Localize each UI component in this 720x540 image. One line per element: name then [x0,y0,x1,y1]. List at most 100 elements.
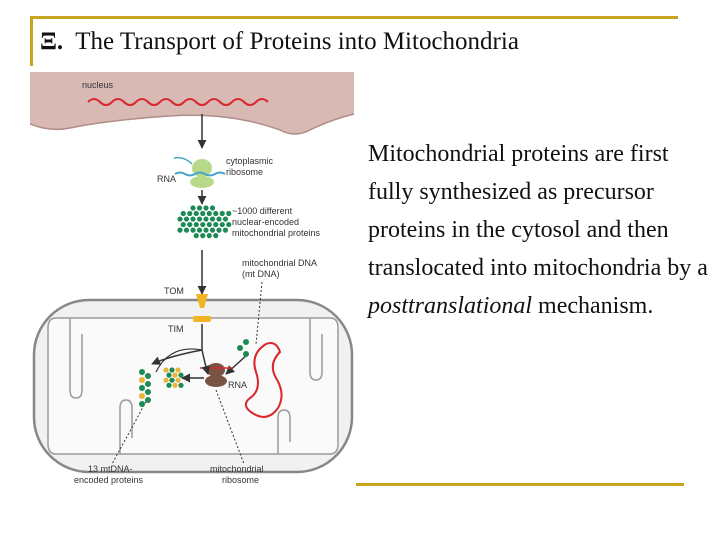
left-accent-bar [30,16,33,66]
crista-4 [309,318,323,381]
label-tim: TIM [168,324,184,334]
protein-dot [169,377,175,383]
protein-dot [180,210,186,217]
protein-dot [203,205,209,211]
protein-dot [183,216,190,222]
protein-dot [206,233,212,239]
protein-dot [219,210,225,217]
label-tom: TOM [164,286,184,296]
protein-dot [196,205,203,211]
label-proteins-3: mitochondrial proteins [232,228,321,238]
body-text-italic: posttranslational [368,293,533,319]
label-mtdna-2: (mt DNA) [242,269,280,279]
protein-dot [213,233,219,239]
protein-dot [226,210,232,217]
protein-dot [203,227,209,233]
slide-title: Ξ. The Transport of Proteins into Mitocho… [40,28,519,56]
crista-2 [119,399,133,454]
mitochondrion [32,298,354,474]
protein-dot [196,216,203,222]
crista-1 [69,318,83,399]
protein-dot [187,210,193,217]
protein-dot [190,216,196,222]
label-rna-bottom: RNA [228,380,247,390]
label-ribosome-1: cytoplasmic [226,156,274,166]
arrow-mtdna-to-ribosome [225,353,249,375]
protein-dot [172,372,178,378]
bottom-accent-bar [356,483,684,486]
cytoplasmic-ribosome [173,156,226,188]
protein-dot [175,367,181,373]
protein-dot [209,216,216,222]
nuclear-encoded-protein-cluster [177,205,232,239]
protein-dot [193,233,199,239]
arrow-to-inner-membrane [201,349,210,375]
protein-dot [209,227,216,233]
protein-dot [193,221,199,228]
label-nucleus: nucleus [82,80,114,90]
crista-3 [277,409,291,454]
protein-dot [163,367,169,373]
top-accent-bar [30,16,678,19]
cytoplasmic-rna [174,171,226,177]
arrow-to-matrix [151,349,203,365]
label-rna-top: RNA [157,174,176,184]
protein-dot [166,382,172,388]
protein-dot [222,216,229,222]
slide-title-text: The Transport of Proteins into Mitochond… [75,28,519,55]
label-ribosome-2: ribosome [226,167,263,177]
mitoribo-pointer [215,389,245,465]
protein-dot [163,377,169,383]
protein-dot [216,216,222,222]
label-mitoribo-1: mitochondrial [210,464,264,474]
label-mtdna-1: mitochondrial DNA [242,258,317,268]
encoded-pointer [111,397,149,465]
protein-dot [172,382,178,388]
protein-dot [193,210,199,217]
mitochondrial-dna [244,342,283,418]
protein-dot [200,233,206,239]
protein-dot [177,216,183,222]
protein-dot [190,227,196,233]
protein-dot [206,221,212,228]
protein-dot [175,377,181,383]
nuclear-mrna [87,98,269,106]
protein-dot [190,205,196,211]
protein-dot [219,221,225,228]
protein-dot [180,221,186,228]
protein-dot [187,221,193,228]
protein-dot [169,367,175,373]
protein-dot [196,227,203,233]
body-paragraph: Mitochondrial proteins are first fully s… [368,135,713,325]
inner-membrane [47,317,339,455]
protein-dot [213,221,219,228]
protein-dot [206,210,212,217]
tom-complex [196,294,208,308]
protein-dot [222,227,229,233]
protein-dot [203,216,209,222]
label-proteins-2: nuclear-encoded [232,217,299,227]
slide-number: Ξ. [40,28,64,55]
label-proteins-1: ~1000 different [232,206,293,216]
tim-complex [193,316,211,322]
nucleus-region: nucleus [30,72,355,135]
protein-dot [209,205,216,211]
protein-dot [200,221,206,228]
mitochondrial-ribosome [200,363,232,387]
protein-dot [213,210,219,217]
arrow-branch [155,348,203,373]
membrane-proteins-left [139,369,151,407]
protein-dot [178,372,184,378]
label-encoded-2: encoded proteins [74,475,144,485]
mitochondria-import-diagram: nucleus RNA cytoplasmic ribosome ~1000 d… [30,72,355,485]
protein-dot [226,221,232,228]
matrix-protein-cluster [163,367,184,388]
protein-dot [177,227,183,233]
label-encoded-1: 13 mtDNA- [88,464,133,474]
body-text-end: mechanism. [532,293,654,319]
protein-dot [178,382,184,388]
body-text-plain: Mitochondrial proteins are first fully s… [368,141,708,281]
label-mitoribo-2: ribosome [222,475,259,485]
protein-dot [216,227,222,233]
protein-dot [166,372,172,378]
